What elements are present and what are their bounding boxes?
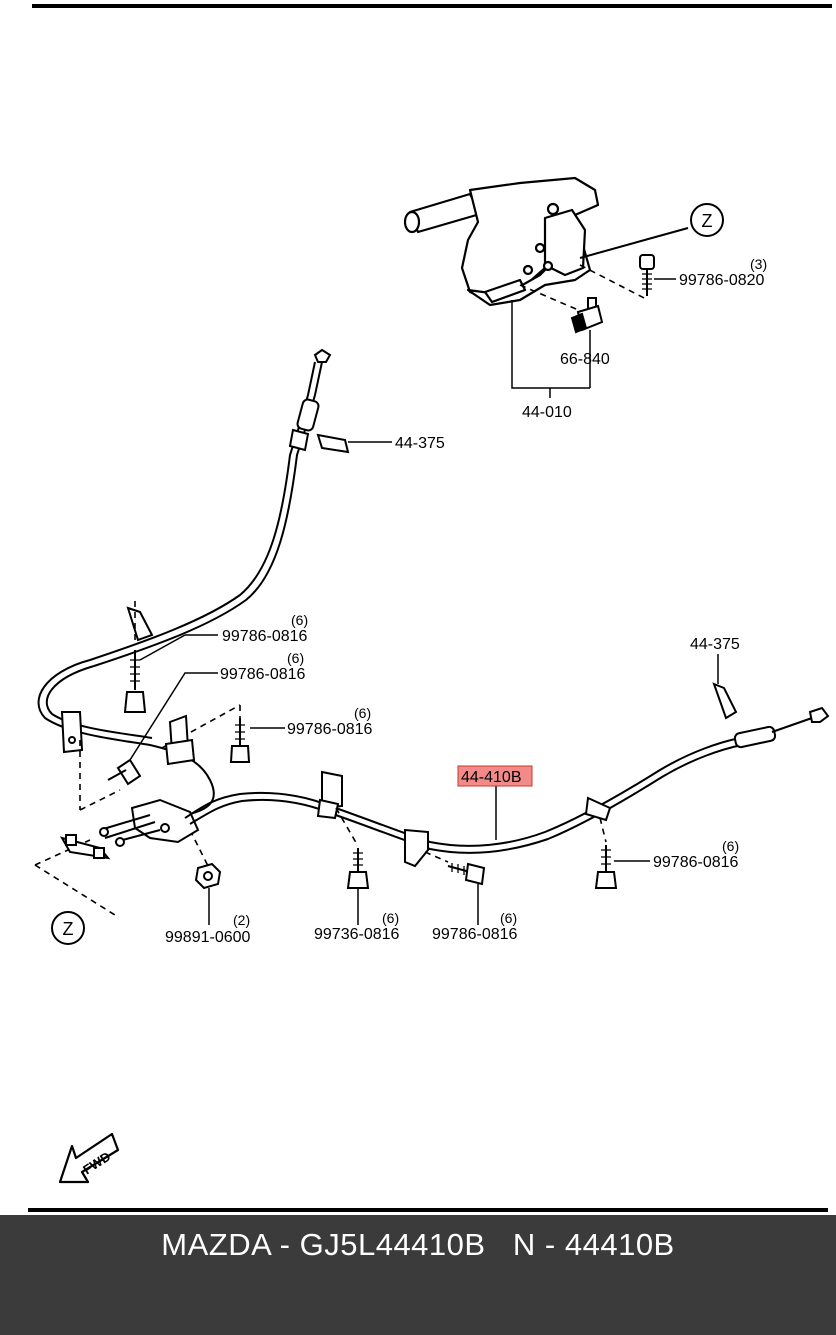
ref-z-top-circle [690,203,724,237]
label-66-840: 66-840 [560,351,610,368]
equalizer [99,798,200,847]
leader-44-010 [511,300,590,389]
qty-99786-0816-a: (6) [291,612,308,628]
footer-part-text: MAZDA - GJ5L44410B N - 44410B [161,1227,675,1262]
dashed-99786-0816-e [424,851,449,863]
label-99786-0820: 99786-0820 [679,272,765,289]
switch-66-840 [570,297,604,334]
bolt-99786-0816-e [447,862,486,886]
bolt-99786-0816-a [123,650,147,713]
bolt-99786-0816-b [107,758,142,786]
qty-99786-0816-d: (6) [722,838,739,854]
label-99786-0816-a: 99786-0816 [222,628,308,645]
dashed-99786-0816-d [599,817,607,843]
lever-cable-to-z [579,227,689,259]
label-44-410B[interactable]: 44-410B [461,769,522,786]
ref-z-bottom: Z [63,919,74,939]
qty-99786-0816-c: (6) [354,705,371,721]
clip-44-375-right [712,682,738,720]
label-44-010: 44-010 [522,404,572,421]
lower-left-bracket [59,834,111,860]
parking-brake-cable-diagram: Z [28,4,832,1212]
bolt-99786-0820 [639,254,655,296]
qty-99786-0820: (3) [750,256,767,272]
leader-99786-0816-b [129,672,218,761]
label-99786-0816-e: 99786-0816 [432,926,518,943]
left-dashed-leaders [34,600,241,916]
parking-brake-lever [403,176,600,307]
fwd-arrow-icon: FWD [58,1132,120,1184]
dashed-99736-0816 [335,807,359,847]
bolt-99786-0816-c [229,718,251,763]
highlight-44-410B[interactable] [457,765,533,787]
label-44-375-top: 44-375 [395,435,445,452]
label-99736-0816: 99736-0816 [314,926,400,943]
leader-99786-0816-a [139,634,186,661]
left-cable-brackets [60,606,154,754]
qty-99891-0600: (2) [233,912,250,928]
part-number-footer: MAZDA - GJ5L44410B N - 44410B [0,1215,836,1335]
qty-99736-0816: (6) [382,910,399,926]
label-99891-0600: 99891-0600 [165,929,251,946]
right-cable-brackets [316,770,612,868]
label-99786-0816-c: 99786-0816 [287,721,373,738]
left-cable-end [288,348,332,452]
qty-99786-0816-e: (6) [500,910,517,926]
qty-99786-0816-b: (6) [287,650,304,666]
label-99786-0816-d: 99786-0816 [653,854,739,871]
label-44-375-right: 44-375 [690,636,740,653]
clip-44-375-top [316,433,350,454]
ref-z-bottom-circle [51,911,85,945]
bolt-99786-0816-d [594,845,618,889]
right-cable-end [733,706,830,749]
label-99786-0816-b: 99786-0816 [220,666,306,683]
bracket-c [164,714,196,766]
lever-dashed-leader [519,264,649,316]
ref-z-top: Z [702,211,713,231]
nut-99891-0600 [194,862,222,890]
right-cable-44-410B [184,737,743,854]
bolt-99736-0816 [346,848,370,889]
